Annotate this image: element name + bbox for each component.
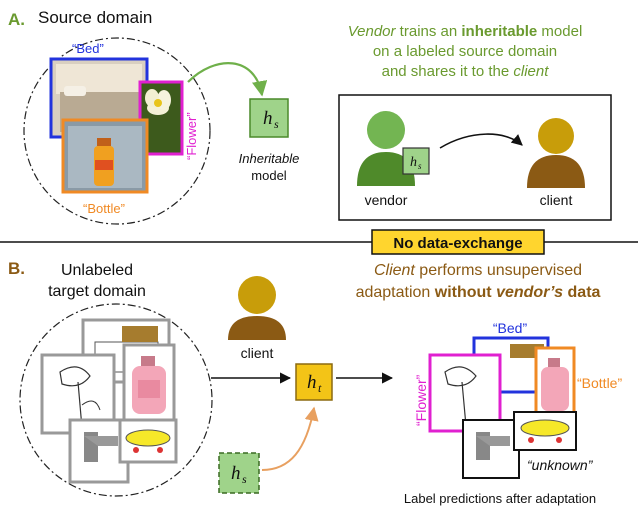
client-icon-a bbox=[527, 118, 585, 188]
predictions-caption: Label predictions after adaptation bbox=[404, 491, 596, 506]
source-domain-title: Source domain bbox=[38, 8, 152, 27]
model-caption-line1: Inheritable bbox=[239, 151, 300, 166]
skateboard-sketch bbox=[118, 418, 178, 464]
pred-label-bed: “Bed” bbox=[493, 320, 528, 336]
desc-b-client: Client bbox=[374, 262, 415, 279]
model-ht-subscript: t bbox=[318, 381, 322, 395]
source-domain-circle bbox=[23, 37, 211, 225]
no-data-exchange-banner: No data-exchange bbox=[371, 229, 545, 255]
desc-b-data: data bbox=[563, 284, 600, 301]
label-bed: “Bed” bbox=[72, 41, 104, 56]
model-hs-b-symbol: h bbox=[231, 463, 241, 484]
target-title-line1: Unlabeled bbox=[61, 262, 133, 279]
section-b: B. Unlabeled target domain bbox=[8, 259, 622, 506]
vendor-icon bbox=[357, 111, 415, 186]
desc-b-adaptation: adaptation bbox=[356, 284, 435, 301]
label-flower: “Flower” bbox=[184, 112, 199, 160]
pred-faucet-image bbox=[462, 419, 520, 479]
client-icon-b bbox=[228, 276, 286, 340]
section-b-marker: B. bbox=[8, 259, 25, 278]
model-hs: h s bbox=[249, 98, 289, 138]
hs-to-ht-arrow bbox=[261, 406, 319, 471]
model-caption-line2: model bbox=[251, 168, 287, 183]
section-a-marker: A. bbox=[8, 10, 25, 29]
share-arrow bbox=[187, 62, 268, 97]
soap-sketch bbox=[122, 343, 176, 423]
desc-a-line3: and shares it to the client bbox=[382, 63, 550, 80]
pred-skateboard-image bbox=[513, 411, 577, 451]
desc-b-vendors: vendor’s bbox=[496, 284, 563, 301]
hs-badge: h s bbox=[402, 147, 430, 175]
model-hs-b-subscript: s bbox=[242, 472, 247, 486]
desc-a-trains: trains an bbox=[396, 23, 462, 40]
pred-label-bottle: “Bottle” bbox=[577, 375, 622, 391]
desc-a-model: model bbox=[537, 23, 582, 40]
desc-b-without: without bbox=[434, 284, 496, 301]
desc-b-line1: Client performs unsupervised bbox=[374, 262, 582, 279]
desc-a-line1: Vendor trains an inheritable model bbox=[348, 23, 583, 40]
section-a: A. Source domain “Bed” “Flower” “ bbox=[8, 8, 612, 225]
desc-b-performs: performs unsupervised bbox=[415, 262, 582, 279]
desc-a-line2: on a labeled source domain bbox=[373, 43, 557, 60]
model-ht: h t bbox=[295, 363, 333, 401]
desc-a-vendor: Vendor bbox=[348, 23, 397, 40]
hs-badge-subscript: s bbox=[418, 161, 422, 171]
client-label-a: client bbox=[540, 192, 573, 208]
desc-a-shares: and shares it to the bbox=[382, 63, 514, 80]
vendor-label: vendor bbox=[365, 192, 408, 208]
target-domain-circle bbox=[19, 303, 213, 497]
hs-badge-symbol: h bbox=[410, 155, 417, 170]
desc-b-line2: adaptation without vendor’s data bbox=[356, 284, 601, 301]
bottle-image bbox=[61, 118, 149, 194]
desc-a-client: client bbox=[513, 63, 549, 80]
model-ht-symbol: h bbox=[307, 372, 317, 393]
pred-label-unknown: “unknown” bbox=[527, 457, 594, 473]
target-title-line2: target domain bbox=[48, 283, 146, 300]
flower-image bbox=[138, 80, 184, 156]
vendor-to-client-arrow bbox=[439, 133, 523, 149]
desc-a-inheritable: inheritable bbox=[461, 23, 537, 40]
label-bottle: “Bottle” bbox=[83, 201, 125, 216]
client-label-b: client bbox=[241, 345, 274, 361]
model-hs-symbol: h bbox=[263, 108, 273, 129]
model-hs-subscript: s bbox=[274, 117, 279, 131]
pred-label-flower: “Flower” bbox=[413, 374, 429, 426]
model-hs-b: h s bbox=[218, 452, 260, 494]
banner-text: No data-exchange bbox=[393, 235, 522, 252]
pred-soap-image bbox=[534, 346, 576, 420]
